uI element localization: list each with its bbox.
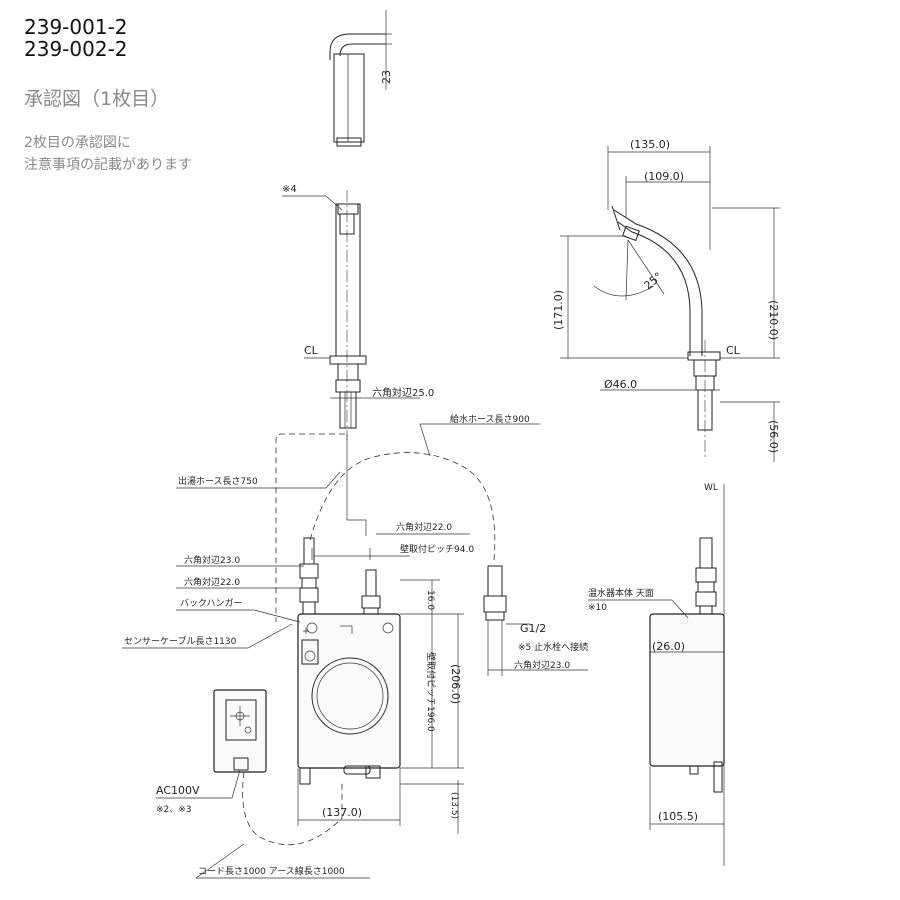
supply-fitting: G1/2 ※5 止水栓へ接続 六角対辺23.0 [483, 565, 588, 676]
heater-top-label: 温水器本体 天面 [588, 587, 654, 599]
dim-210: (210.0) [767, 300, 780, 340]
ref-10-label: ※10 [588, 603, 607, 613]
model-number-2: 239-002-2 [24, 37, 128, 61]
heater-front-view: 六角対辺22.0 壁取付ピッチ94.0 六角対辺23.0 六角対辺22.0 バッ… [122, 521, 474, 834]
g12-label: G1/2 [520, 622, 546, 635]
cord-length-label: コード長さ1000 アース線長さ1000 [198, 865, 345, 877]
cl-label-front: CL [304, 344, 319, 357]
note-line-2: 注意事項の記載があります [24, 157, 192, 173]
dim-137: (137.0) [322, 806, 362, 819]
faucet-side-view: (135.0) (109.0) (210.0) (171.0) 25° CL Ø… [552, 138, 780, 462]
dim-25-degrees: 25° [642, 270, 665, 292]
dim-16: 16.0 [425, 590, 435, 610]
power-outlet-box: AC100V ※2、※3 コード長さ1000 アース線長さ1000 [156, 689, 370, 879]
wl-label: WL [704, 483, 718, 493]
ref-5-label: ※5 止水栓へ接続 [518, 641, 588, 653]
sensor-cable-label: センサーケーブル長さ1130 [124, 635, 237, 647]
dim-135: (135.0) [630, 138, 670, 151]
supply-hose-label: 給水ホース長さ900 [450, 413, 530, 425]
back-hanger-label: バックハンガー [180, 598, 243, 609]
hex-22-label: 六角対辺22.0 [184, 576, 240, 588]
outlet-hose-label: 出湯ホース長さ750 [178, 475, 258, 487]
hex-22-top-label: 六角対辺22.0 [396, 521, 452, 533]
spout-top-view: 23 [329, 10, 393, 147]
dim-26: (26.0) [652, 640, 685, 653]
hex-23-label: 六角対辺23.0 [184, 554, 240, 566]
ref-2-3-label: ※2、※3 [156, 805, 192, 815]
dim-109: (109.0) [644, 170, 684, 183]
note-line-1: 2枚目の承認図に [24, 135, 131, 151]
dim-56: (56.0) [767, 420, 780, 453]
heater-side-view: WL 温水器本体 天面 ※10 (26.0) (105.5) [588, 483, 725, 866]
dim-46: Ø46.0 [604, 378, 637, 391]
dim-206: (206.0) [449, 664, 462, 704]
hex-23-right-label: 六角対辺23.0 [514, 659, 570, 671]
ref-4-label: ※4 [282, 184, 297, 195]
drawing-note: 2枚目の承認図に 注意事項の記載があります [24, 132, 192, 176]
ac100v-label: AC100V [156, 784, 200, 797]
dim-171: (171.0) [552, 290, 565, 330]
dim-105: (105.5) [658, 810, 698, 823]
cl-label-side: CL [726, 344, 741, 357]
hex-25-label: 六角対辺25.0 [372, 386, 434, 399]
dim-196: 壁取付ピッチ196.0 [425, 652, 437, 732]
faucet-front-view: ※4 CL 六角対辺25.0 [282, 184, 434, 440]
dim-13-5: (13.5) [449, 792, 459, 819]
hose-routing: 給水ホース長さ900 出湯ホース長さ750 [176, 413, 540, 846]
dim-23: 23 [380, 70, 393, 84]
drawing-subtitle: 承認図（1枚目） [24, 88, 170, 110]
model-number-1: 239-001-2 [24, 15, 128, 39]
pitch-94-label: 壁取付ピッチ94.0 [400, 543, 474, 555]
